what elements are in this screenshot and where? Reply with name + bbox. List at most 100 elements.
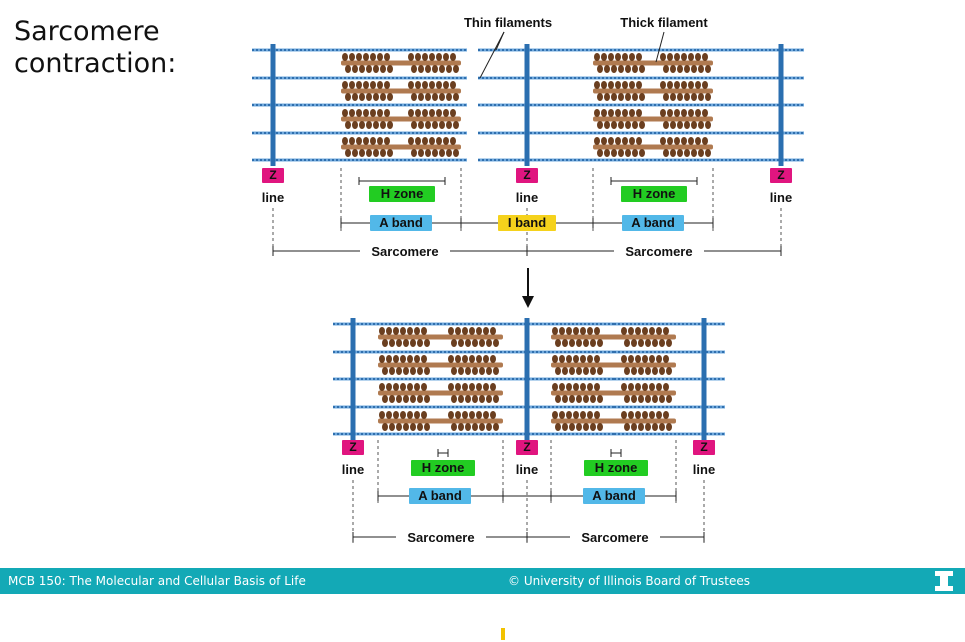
myosin-head xyxy=(414,383,420,391)
myosin-head xyxy=(695,137,701,145)
myosin-head xyxy=(469,411,475,419)
myosin-head xyxy=(566,383,572,391)
myosin-head xyxy=(455,327,461,335)
myosin-head xyxy=(645,367,651,375)
myosin-head xyxy=(681,81,687,89)
myosin-head xyxy=(465,339,471,347)
myosin-head xyxy=(615,109,621,117)
myosin-head xyxy=(345,65,351,73)
z-badge-label: Z xyxy=(777,168,784,182)
myosin-head xyxy=(652,339,658,347)
myosin-head xyxy=(670,121,676,129)
myosin-head xyxy=(649,411,655,419)
myosin-head xyxy=(583,423,589,431)
myosin-head xyxy=(663,411,669,419)
myosin-head xyxy=(645,339,651,347)
myosin-head xyxy=(587,327,593,335)
myosin-head xyxy=(695,109,701,117)
myosin-head xyxy=(622,53,628,61)
myosin-head xyxy=(429,53,435,61)
myosin-head xyxy=(656,411,662,419)
myosin-head xyxy=(387,149,393,157)
label-backdrop xyxy=(614,243,704,259)
myosin-head xyxy=(436,53,442,61)
myosin-head xyxy=(666,339,672,347)
myosin-head xyxy=(667,81,673,89)
myosin-head xyxy=(621,383,627,391)
myosin-head xyxy=(555,423,561,431)
myosin-head xyxy=(465,367,471,375)
myosin-head xyxy=(408,53,414,61)
myosin-head xyxy=(622,109,628,117)
myosin-head xyxy=(393,327,399,335)
myosin-head xyxy=(370,81,376,89)
myosin-head xyxy=(666,423,672,431)
myosin-head xyxy=(448,383,454,391)
myosin-head xyxy=(594,411,600,419)
myosin-head xyxy=(384,53,390,61)
thick-filament xyxy=(593,109,713,129)
myosin-head xyxy=(625,93,631,101)
i-band-badge xyxy=(498,215,556,231)
thick-filament-shaft xyxy=(551,334,676,340)
myosin-head xyxy=(691,65,697,73)
myosin-head xyxy=(450,53,456,61)
myosin-head xyxy=(363,53,369,61)
myosin-head xyxy=(684,149,690,157)
myosin-head xyxy=(410,339,416,347)
myosin-head xyxy=(649,383,655,391)
myosin-head xyxy=(393,383,399,391)
myosin-head xyxy=(432,121,438,129)
myosin-head xyxy=(415,53,421,61)
myosin-head xyxy=(417,339,423,347)
myosin-head xyxy=(629,81,635,89)
myosin-head xyxy=(462,355,468,363)
myosin-head xyxy=(424,367,430,375)
myosin-head xyxy=(580,383,586,391)
myosin-head xyxy=(415,81,421,89)
myosin-head xyxy=(366,149,372,157)
myosin-head xyxy=(569,339,575,347)
myosin-head xyxy=(638,339,644,347)
myosin-head xyxy=(486,367,492,375)
myosin-head xyxy=(493,367,499,375)
thick-filament-label: Thick filament xyxy=(620,15,708,30)
myosin-head xyxy=(446,65,452,73)
myosin-head xyxy=(625,65,631,73)
myosin-head xyxy=(396,423,402,431)
myosin-head xyxy=(639,65,645,73)
myosin-head xyxy=(688,81,694,89)
myosin-head xyxy=(453,149,459,157)
myosin-head xyxy=(436,137,442,145)
myosin-head xyxy=(363,81,369,89)
myosin-head xyxy=(573,411,579,419)
myosin-head xyxy=(379,355,385,363)
myosin-head xyxy=(594,137,600,145)
myosin-head xyxy=(624,395,630,403)
myosin-head xyxy=(608,137,614,145)
myosin-head xyxy=(451,367,457,375)
myosin-head xyxy=(411,149,417,157)
myosin-head xyxy=(432,65,438,73)
myosin-head xyxy=(483,355,489,363)
myosin-head xyxy=(635,411,641,419)
footer-course-title: MCB 150: The Molecular and Cellular Basi… xyxy=(8,574,306,588)
myosin-head xyxy=(555,339,561,347)
myosin-head xyxy=(580,327,586,335)
myosin-head xyxy=(698,121,704,129)
myosin-head xyxy=(611,121,617,129)
myosin-head xyxy=(472,423,478,431)
myosin-head xyxy=(587,383,593,391)
myosin-head xyxy=(421,355,427,363)
myosin-head xyxy=(583,339,589,347)
myosin-head xyxy=(411,93,417,101)
thick-filament xyxy=(551,383,676,403)
myosin-head xyxy=(345,93,351,101)
myosin-head xyxy=(389,367,395,375)
myosin-head xyxy=(359,121,365,129)
myosin-head xyxy=(656,355,662,363)
myosin-head xyxy=(451,423,457,431)
myosin-head xyxy=(604,93,610,101)
myosin-head xyxy=(417,423,423,431)
myosin-head xyxy=(386,383,392,391)
